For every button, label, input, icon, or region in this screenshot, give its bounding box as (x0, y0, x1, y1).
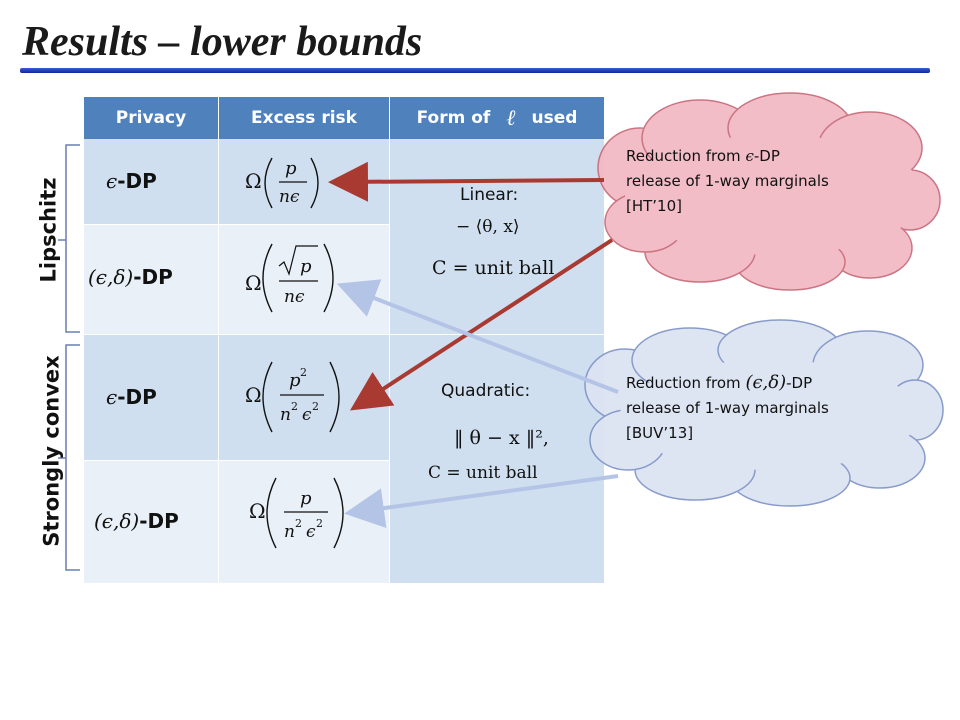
bottom-cloud (584, 319, 944, 507)
privacy-suffix: -DP (117, 169, 157, 193)
arrow-top-to-row1 (328, 161, 605, 202)
svg-text:Ω: Ω (245, 383, 262, 407)
privacy-cell: ϵ-DP (84, 139, 219, 225)
header-form-of-loss: Form of ℓ used (390, 97, 604, 139)
svg-text:2: 2 (312, 400, 319, 413)
privacy-symbol: (ϵ,δ) (94, 509, 140, 533)
svg-text:ϵ: ϵ (306, 522, 316, 542)
privacy-cell: (ϵ,δ)-DP (84, 225, 219, 335)
arrow-bottom-to-row4 (344, 474, 619, 529)
bottom-cloud-text: Reduction from (ϵ,δ)-DP release of 1-way… (626, 370, 829, 446)
privacy-suffix: -DP (117, 385, 157, 409)
privacy-symbol: ϵ (106, 169, 118, 193)
bottom-cloud-line2: release of 1-way marginals (626, 399, 829, 417)
quadratic-form-cell (390, 335, 604, 584)
bottom-cloud-prefix: Reduction from (626, 374, 741, 392)
top-cloud-prefix: Reduction from (626, 147, 741, 165)
privacy-cell: (ϵ,δ)-DP (84, 461, 219, 584)
title-underline (20, 68, 930, 73)
quadratic-constraint: C = unit ball (428, 463, 538, 483)
privacy-label: ϵ-DP (106, 385, 157, 409)
svg-text:2: 2 (300, 366, 307, 379)
privacy-cell: ϵ-DP (84, 335, 219, 461)
svg-text:ϵ: ϵ (302, 405, 312, 425)
svg-text:n: n (284, 522, 295, 542)
top-cloud-line1: Reduction from ϵ-DP (626, 144, 829, 169)
svg-text:n: n (280, 405, 291, 425)
top-cloud (597, 92, 941, 291)
linear-constraint: C = unit ball (432, 257, 555, 279)
header-form-prefix: Form of (416, 108, 491, 128)
risk-formula-row4: Ω p n 2 ϵ 2 (249, 477, 344, 549)
svg-text:p: p (300, 488, 312, 509)
risk-formula-row1: Ω p nϵ (245, 157, 319, 209)
bottom-cloud-line1: Reduction from (ϵ,δ)-DP (626, 370, 829, 396)
svg-text:nϵ: nϵ (284, 287, 305, 307)
arrow-bottom-to-row2 (336, 279, 619, 394)
quadratic-loss: ‖ θ − x ‖², (454, 427, 549, 449)
quadratic-label: Quadratic: (441, 381, 531, 401)
svg-text:p: p (285, 158, 297, 179)
risk-formula-row3: Ω p 2 n 2 ϵ 2 (245, 361, 340, 433)
svg-text:2: 2 (295, 517, 302, 530)
privacy-suffix: -DP (139, 509, 179, 533)
top-cloud-suffix: -DP (753, 147, 780, 165)
svg-text:2: 2 (291, 400, 298, 413)
strongly-convex-bracket (58, 344, 80, 571)
risk-formula-row2: Ω p nϵ (245, 243, 334, 313)
top-cloud-symbol: ϵ (745, 147, 754, 165)
privacy-symbol: (ϵ,δ) (88, 265, 134, 289)
linear-form-cell (390, 139, 604, 335)
lipschitz-bracket (58, 144, 80, 333)
top-cloud-text: Reduction from ϵ-DP release of 1-way mar… (626, 144, 829, 219)
bottom-cloud-symbol: (ϵ,δ) (745, 372, 787, 393)
privacy-label: (ϵ,δ)-DP (94, 509, 179, 533)
svg-text:Ω: Ω (245, 169, 262, 193)
slide-title: Results – lower bounds (22, 19, 423, 65)
privacy-symbol: ϵ (106, 385, 118, 409)
privacy-suffix: -DP (133, 265, 173, 289)
svg-text:2: 2 (316, 517, 323, 530)
arrow-top-to-row3 (349, 238, 614, 411)
bottom-cloud-suffix: -DP (786, 374, 813, 392)
ell-symbol: ℓ (506, 106, 516, 131)
svg-text:p: p (289, 370, 301, 391)
top-cloud-line3: [HT’10] (626, 197, 683, 215)
linear-loss: − ⟨θ, x⟩ (456, 217, 520, 237)
header-form-suffix: used (531, 108, 578, 128)
header-privacy: Privacy (84, 97, 219, 139)
svg-text:nϵ: nϵ (279, 187, 300, 207)
svg-text:Ω: Ω (245, 271, 262, 295)
privacy-label: (ϵ,δ)-DP (88, 265, 173, 289)
bottom-cloud-line3: [BUV’13] (626, 424, 694, 442)
top-cloud-line2: release of 1-way marginals (626, 172, 829, 190)
header-excess-risk: Excess risk (219, 97, 390, 139)
privacy-label: ϵ-DP (106, 169, 157, 193)
svg-text:p: p (300, 256, 312, 277)
svg-text:Ω: Ω (249, 499, 266, 523)
linear-label: Linear: (460, 185, 519, 205)
